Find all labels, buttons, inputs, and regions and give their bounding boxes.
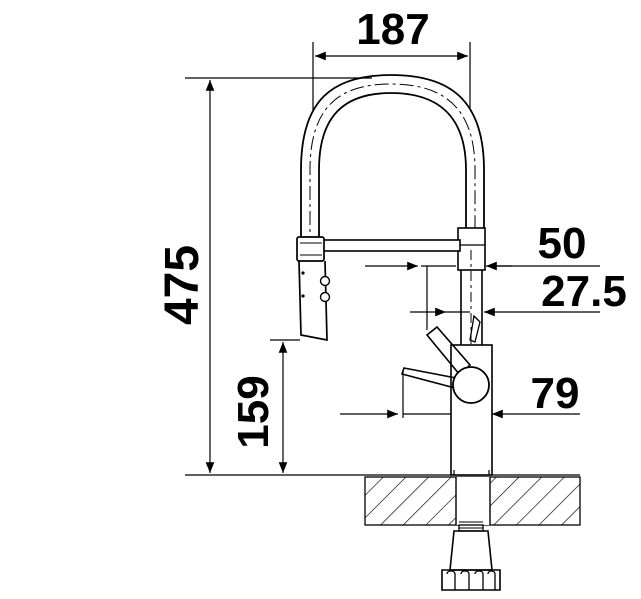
dimension-label-187: 187	[356, 5, 429, 54]
dimension-label-50: 50	[538, 219, 587, 268]
dimension-475: 475	[156, 77, 372, 473]
spray-head-holder	[321, 239, 461, 252]
under-sink-connector	[441, 521, 501, 591]
dimension-27-5: 27.5	[410, 267, 627, 317]
countertop-section	[364, 476, 581, 526]
spray-head	[296, 236, 331, 342]
dimension-50: 50	[365, 219, 600, 330]
dimension-label-475: 475	[156, 245, 209, 325]
main-body-tube	[450, 227, 493, 476]
spray-button-icon	[319, 291, 331, 303]
lever-handle	[400, 314, 490, 404]
dimension-label-79: 79	[531, 369, 580, 418]
dimension-79: 79	[340, 369, 580, 419]
dimension-label-27-5: 27.5	[541, 267, 627, 316]
spray-button-icon	[319, 275, 331, 287]
dimension-187: 187	[312, 5, 471, 110]
dimension-label-159: 159	[229, 375, 278, 448]
dimension-159: 159	[229, 339, 300, 473]
gooseneck-spout	[300, 74, 485, 260]
